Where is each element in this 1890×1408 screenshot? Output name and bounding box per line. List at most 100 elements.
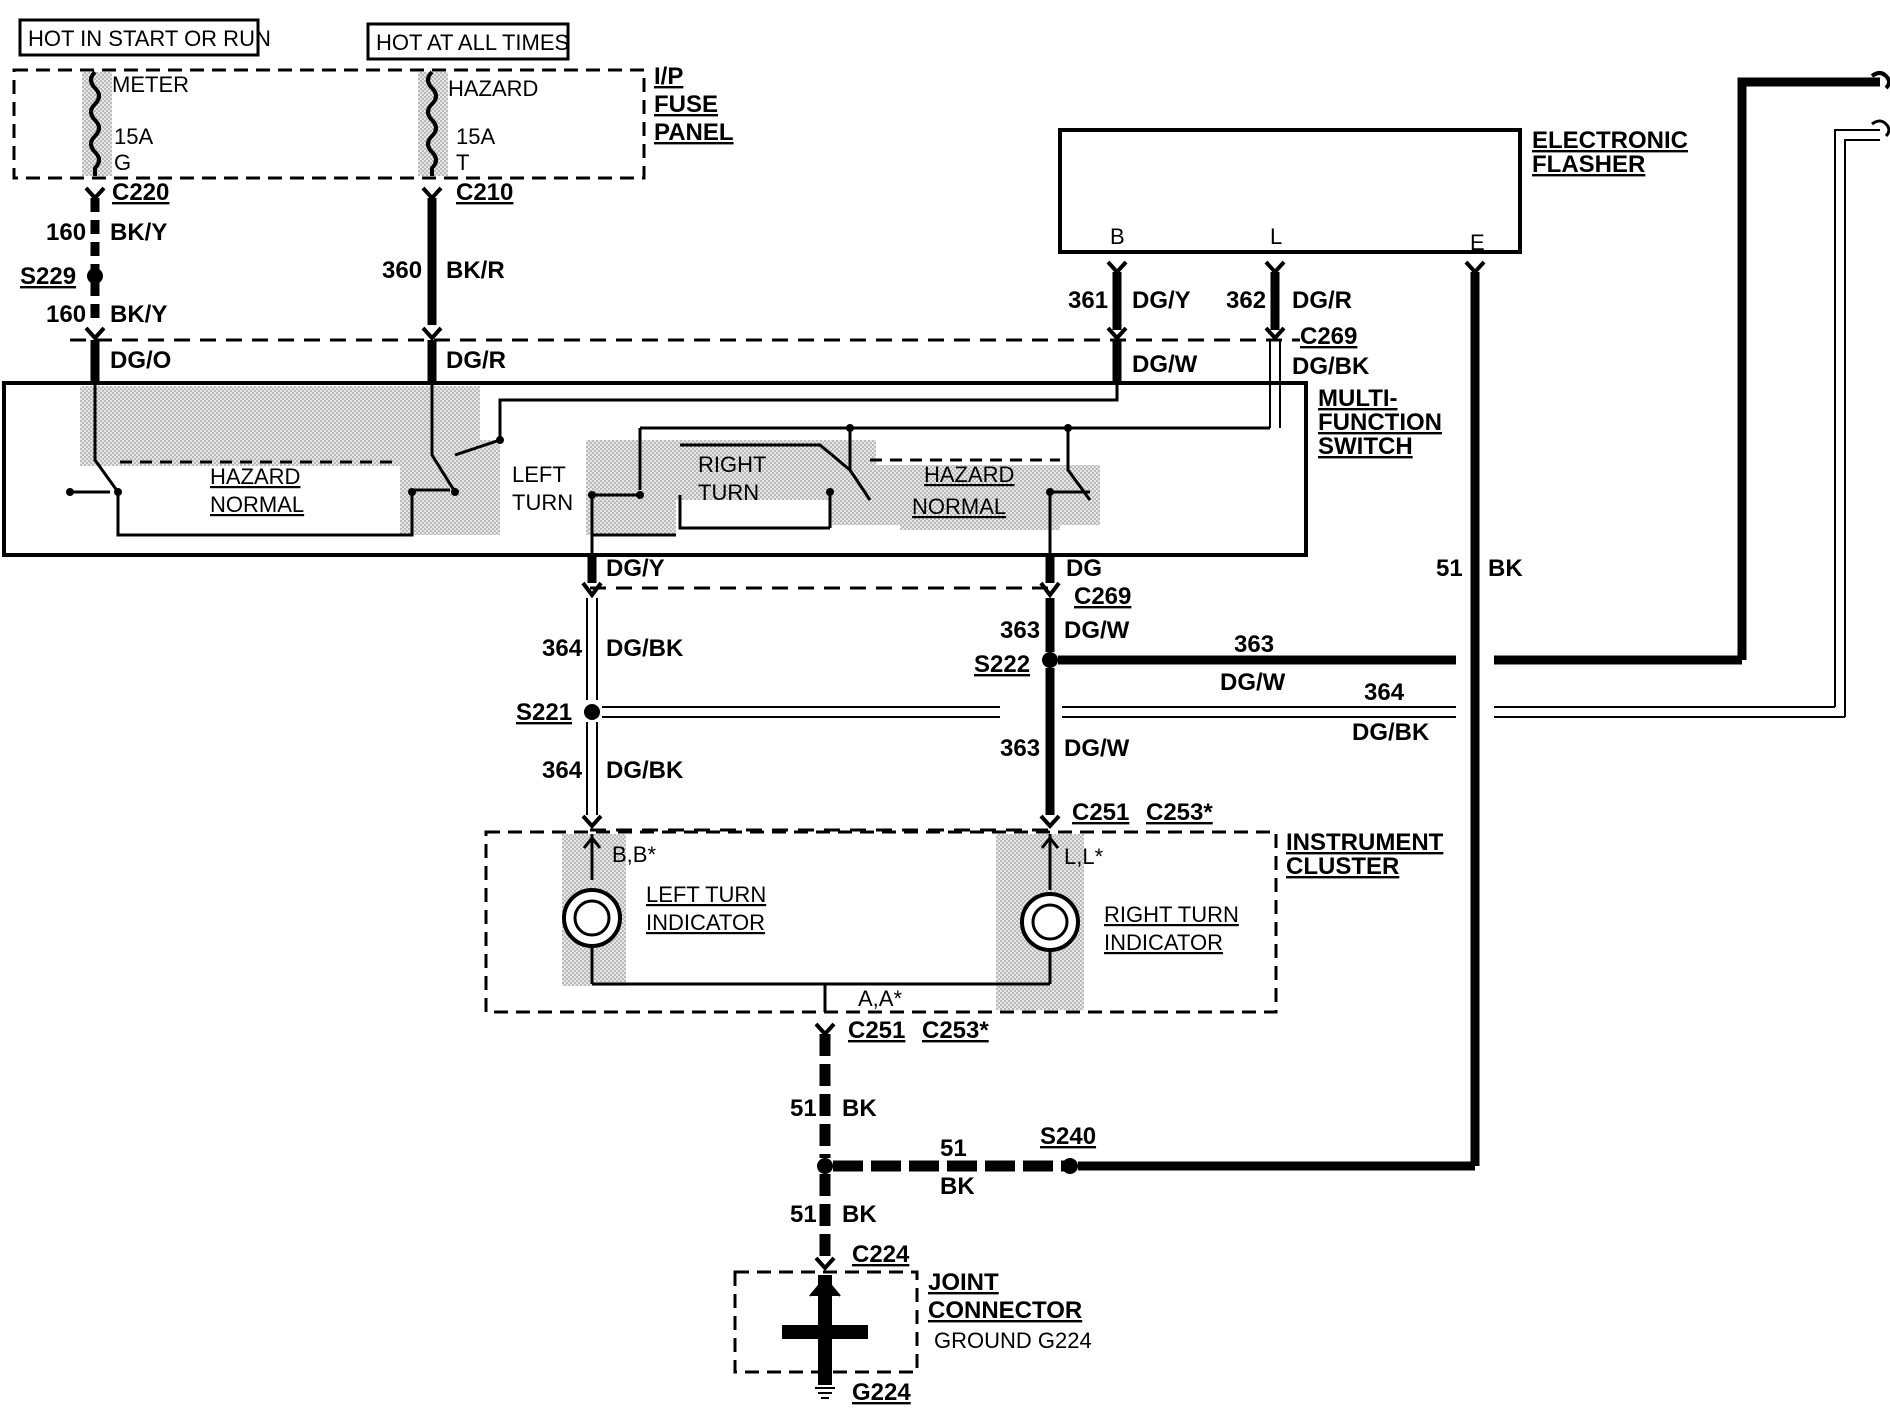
wire-dgbk-top: DG/BK: [1269, 340, 1370, 428]
splice-s229: S229: [20, 263, 103, 290]
svg-text:C251: C251: [1072, 799, 1129, 826]
svg-text:MULTI-: MULTI-: [1318, 385, 1398, 412]
svg-text:TURN: TURN: [698, 480, 759, 505]
svg-text:LEFT: LEFT: [512, 462, 566, 487]
svg-text:HOT IN START OR RUN: HOT IN START OR RUN: [28, 26, 271, 51]
svg-text:L: L: [1270, 224, 1282, 249]
connector-c251-top: C251 C253*: [581, 799, 1213, 832]
svg-text:BK/R: BK/R: [446, 257, 505, 284]
wire-51-horizontal: 51 BK S240: [817, 1123, 1475, 1200]
svg-text:L,L*: L,L*: [1064, 844, 1104, 869]
svg-text:364: 364: [542, 757, 583, 784]
wire-360: 360 BK/R: [382, 198, 505, 325]
connector-c210: C210: [421, 179, 513, 206]
svg-text:HAZARD: HAZARD: [448, 76, 538, 101]
svg-text:DG/W: DG/W: [1220, 669, 1286, 696]
svg-text:BK: BK: [842, 1201, 877, 1228]
svg-text:51: 51: [790, 1095, 817, 1122]
splice-s240-dot: [1062, 1158, 1078, 1174]
svg-text:FUSE: FUSE: [654, 91, 718, 118]
flasher-connector-glyphs: [1106, 260, 1486, 275]
svg-text:DG/BK: DG/BK: [606, 757, 684, 784]
svg-text:I/P: I/P: [654, 63, 683, 90]
svg-text:15A: 15A: [456, 124, 495, 149]
connector-c269-mid: C269: [1074, 583, 1131, 610]
svg-text:NORMAL: NORMAL: [912, 494, 1006, 519]
svg-text:C251: C251: [848, 1017, 905, 1044]
svg-text:BK: BK: [1488, 555, 1523, 582]
svg-text:DG/R: DG/R: [446, 347, 506, 374]
joint-connector: JOINT CONNECTOR GROUND G224: [733, 1269, 1092, 1385]
svg-text:B,B*: B,B*: [612, 842, 656, 867]
svg-text:HOT AT ALL TIMES: HOT AT ALL TIMES: [376, 30, 569, 55]
svg-text:DG/Y: DG/Y: [606, 555, 665, 582]
wire-dgy-mid: DG/Y: [587, 555, 665, 583]
wire-364-horizontal: 364 DG/BK: [602, 119, 1890, 746]
svg-text:BK: BK: [940, 1173, 975, 1200]
wire-160-top: 160 BK/Y: [46, 198, 167, 270]
svg-text:METER: METER: [112, 72, 189, 97]
svg-text:NORMAL: NORMAL: [210, 492, 304, 517]
svg-text:B: B: [1110, 224, 1125, 249]
svg-text:C224: C224: [852, 1241, 910, 1268]
svg-text:FLASHER: FLASHER: [1532, 151, 1645, 178]
svg-text:S221: S221: [516, 699, 572, 726]
svg-text:51: 51: [790, 1201, 817, 1228]
wire-51-right: 51 BK: [1436, 272, 1523, 1166]
svg-text:160: 160: [46, 301, 86, 328]
svg-text:G224: G224: [852, 1379, 911, 1406]
svg-text:BK: BK: [842, 1095, 877, 1122]
svg-text:DG/W: DG/W: [1132, 351, 1198, 378]
svg-text:DG/BK: DG/BK: [1292, 353, 1370, 380]
wire-dgr: DG/R: [427, 340, 506, 385]
svg-text:CONNECTOR: CONNECTOR: [928, 1297, 1082, 1324]
svg-text:FUNCTION: FUNCTION: [1318, 409, 1442, 436]
svg-text:C220: C220: [112, 179, 169, 206]
wire-dgw-top: DG/W: [1112, 340, 1198, 385]
svg-text:364: 364: [542, 635, 583, 662]
fuse-panel: METER 15A G HAZARD 15A T I/P FUSE PANEL: [12, 63, 734, 180]
splice-s240: S240: [1040, 1123, 1096, 1150]
wire-362: 362 DG/R: [1226, 272, 1352, 330]
svg-text:C210: C210: [456, 179, 513, 206]
svg-text:DG/Y: DG/Y: [1132, 287, 1191, 314]
svg-text:S222: S222: [974, 651, 1030, 678]
fuse-meter-symbol: [89, 70, 101, 176]
svg-text:BK/Y: BK/Y: [110, 301, 167, 328]
header-hot-all-times: HOT AT ALL TIMES: [366, 22, 570, 61]
header-hot-start-run: HOT IN START OR RUN: [18, 18, 271, 57]
svg-text:DG: DG: [1066, 555, 1102, 582]
svg-text:363: 363: [1000, 735, 1040, 762]
wire-364-upper: 364 DG/BK: [542, 598, 684, 700]
electronic-flasher: B L E ELECTRONIC FLASHER: [1058, 127, 1688, 255]
svg-text:A,A*: A,A*: [858, 986, 902, 1011]
svg-text:CLUSTER: CLUSTER: [1286, 853, 1399, 880]
svg-text:DG/O: DG/O: [110, 347, 171, 374]
wire-363-lower: 363 DG/W: [1000, 668, 1130, 815]
connector-glyphs-mid: [581, 581, 1061, 599]
svg-text:RIGHT: RIGHT: [698, 452, 766, 477]
splice-s221: S221: [516, 699, 600, 726]
svg-text:361: 361: [1068, 287, 1108, 314]
svg-text:RIGHT TURN: RIGHT TURN: [1104, 902, 1239, 927]
svg-text:DG/W: DG/W: [1064, 617, 1130, 644]
connector-c224: C224: [814, 1241, 910, 1271]
wire-160-bottom: 160 BK/Y: [46, 282, 167, 328]
wire-51-lower: 51 BK: [790, 1174, 877, 1262]
svg-text:INSTRUMENT: INSTRUMENT: [1286, 829, 1444, 856]
ground-g224: G224: [815, 1379, 911, 1406]
svg-text:HAZARD: HAZARD: [924, 462, 1014, 487]
svg-text:15A: 15A: [114, 124, 153, 149]
svg-text:S229: S229: [20, 263, 76, 290]
svg-text:51: 51: [940, 1135, 967, 1162]
wire-363-horizontal: 363 DG/W: [1058, 71, 1890, 696]
fuse-hazard-symbol: [426, 70, 438, 176]
svg-text:DG/BK: DG/BK: [1352, 719, 1430, 746]
multi-function-switch: HAZARD NORMAL LEFT TURN RIGHT TURN HAZAR…: [2, 381, 1442, 557]
connector-c251-bottom: C251 C253*: [814, 1017, 989, 1044]
svg-text:PANEL: PANEL: [654, 119, 734, 146]
svg-text:HAZARD: HAZARD: [210, 464, 300, 489]
wire-51-upper: 51 BK: [790, 1034, 877, 1158]
svg-text:G: G: [114, 150, 131, 175]
svg-text:DG/BK: DG/BK: [606, 635, 684, 662]
